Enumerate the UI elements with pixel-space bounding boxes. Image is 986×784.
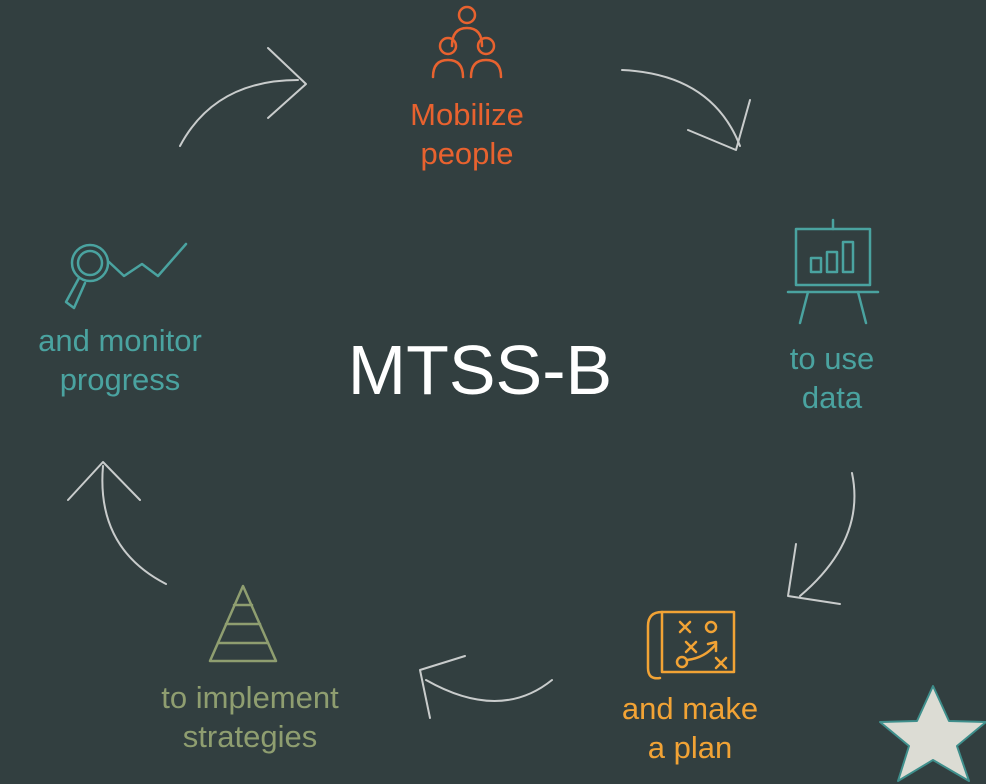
cycle-arrow-bottom — [419, 655, 553, 719]
step-label-plan: and make a plan — [590, 689, 790, 767]
step-text-line: and monitor — [38, 323, 202, 358]
diagram-title: MTSS-B — [347, 331, 613, 409]
step-text-line: and make — [621, 691, 759, 726]
step-text-line: a plan — [647, 730, 733, 765]
step-text-line: Mobilize — [410, 97, 524, 132]
cycle-arrow-right — [787, 472, 856, 605]
step-text-line: to use — [789, 341, 875, 376]
magnifier-trend-icon — [64, 242, 188, 310]
step-text-line: people — [420, 136, 514, 171]
cycle-arrow-top-right — [621, 69, 751, 151]
pyramid-icon — [208, 584, 278, 663]
cycle-arrow-top-left — [179, 47, 307, 147]
presentation-chart-icon — [786, 218, 880, 325]
step-label-mobilize: Mobilize people — [367, 95, 567, 173]
step-label-implement: to implement strategies — [120, 678, 380, 756]
step-text-line: to implement — [161, 680, 339, 715]
strategy-map-icon — [646, 610, 736, 680]
people-group-icon — [431, 5, 503, 79]
step-text-line: progress — [59, 362, 181, 397]
step-text-line: data — [801, 380, 863, 415]
star-icon — [879, 685, 986, 782]
step-label-monitor: and monitor progress — [0, 321, 240, 399]
cycle-arrow-left — [67, 461, 167, 585]
step-text-line: strategies — [182, 719, 318, 754]
step-label-data: to use data — [752, 339, 912, 417]
